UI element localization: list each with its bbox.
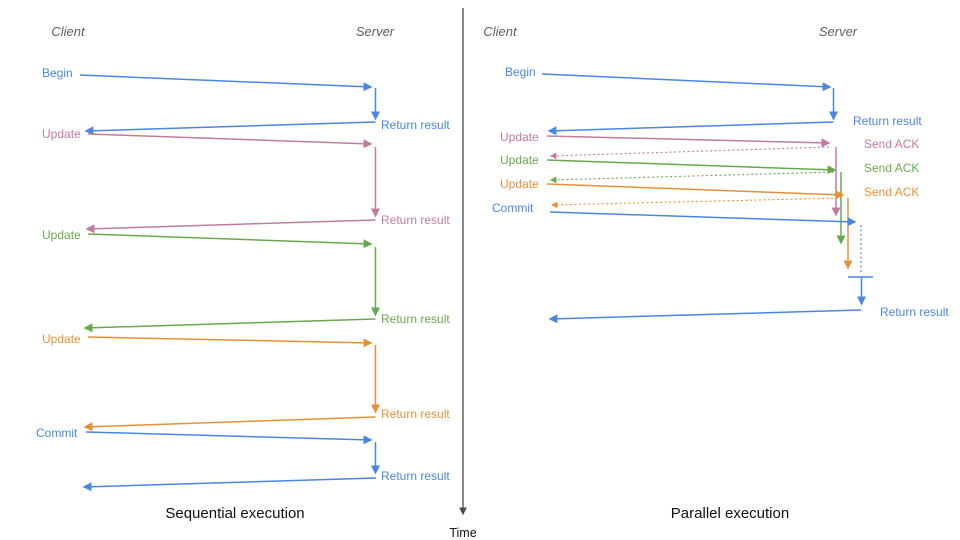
seq-commit-response-label: Return result: [381, 469, 450, 483]
seq-update2-request-arrow: [87, 233, 373, 249]
parallel-title: Parallel execution: [671, 505, 789, 522]
seq-update1-request-arrow: [87, 133, 373, 149]
parallel-panel: Client Server Begin Return result Update…: [483, 24, 949, 522]
par-commit-response-label: Return result: [880, 305, 949, 319]
seq-update3-label: Update: [42, 332, 81, 346]
seq-update2-response-label: Return result: [381, 312, 450, 326]
par-update1-ack-label: Send ACK: [864, 137, 919, 151]
seq-update3-request-arrow: [87, 336, 373, 348]
par-begin-request-arrow: [541, 73, 832, 92]
seq-commit-request-arrow: [85, 431, 373, 445]
seq-begin-request-arrow: [79, 74, 373, 92]
par-update3-ack-label: Send ACK: [864, 185, 919, 199]
par-commit-request-arrow: [549, 211, 857, 227]
par-update2-ack-dotted-arrow: [549, 171, 835, 184]
par-commit-label: Commit: [492, 201, 534, 215]
par-begin-return-arrow: [547, 121, 834, 136]
par-update3-request-arrow: [546, 183, 845, 200]
par-update3-ack-dotted-arrow: [550, 197, 843, 209]
par-update2-request-arrow: [546, 159, 837, 175]
par-begin-label: Begin: [505, 65, 536, 79]
seq-update3-response-label: Return result: [381, 407, 450, 421]
par-update2-ack-label: Send ACK: [864, 161, 919, 175]
par-client-header: Client: [483, 24, 518, 39]
par-update3-label: Update: [500, 177, 539, 191]
seq-begin-response-label: Return result: [381, 118, 450, 132]
par-update2-label: Update: [500, 153, 539, 167]
seq-update1-return-arrow: [85, 219, 376, 234]
seq-update2-return-arrow: [83, 318, 376, 333]
seq-begin-return-arrow: [84, 121, 376, 136]
seq-update2-label: Update: [42, 228, 81, 242]
seq-begin-label: Begin: [42, 66, 73, 80]
sequential-panel: Client Server Begin Return result Update…: [36, 24, 450, 522]
par-update1-ack-dotted-arrow: [549, 146, 830, 160]
seq-update3-return-arrow: [83, 416, 376, 432]
seq-commit-return-arrow: [82, 477, 377, 492]
seq-client-header: Client: [51, 24, 86, 39]
sequential-title: Sequential execution: [165, 505, 304, 522]
time-axis-label: Time: [449, 526, 476, 540]
par-server-header: Server: [819, 24, 858, 39]
seq-commit-label: Commit: [36, 426, 78, 440]
par-begin-response-label: Return result: [853, 114, 922, 128]
seq-update1-label: Update: [42, 127, 81, 141]
par-commit-return-arrow: [548, 309, 862, 324]
par-update1-label: Update: [500, 130, 539, 144]
seq-server-header: Server: [356, 24, 395, 39]
par-update1-request-arrow: [546, 135, 831, 148]
seq-update1-response-label: Return result: [381, 213, 450, 227]
